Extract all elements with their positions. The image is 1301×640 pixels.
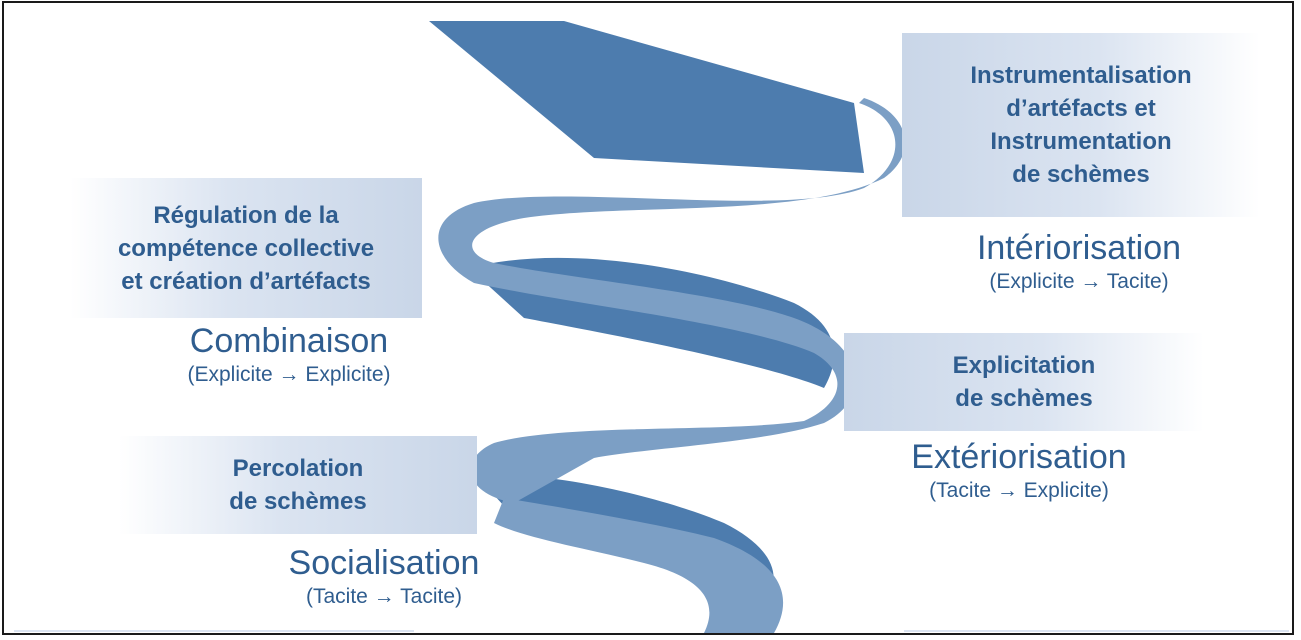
knowledge-spiral: [429, 21, 906, 633]
combinaison-sub: (Explicite → Explicite): [187, 363, 391, 386]
interiorisation-name: Intériorisation: [976, 229, 1182, 267]
exteriorisation-name: Extériorisation: [911, 438, 1127, 476]
combinaison-stage: Combinaison (Explicite → Explicite): [114, 321, 464, 389]
percolation-box: Percolation de schèmes: [119, 436, 477, 534]
exteriorisation-stage: Extériorisation (Tacite → Explicite): [844, 437, 1194, 505]
explicitation-text: Explicitation de schèmes: [952, 352, 1096, 412]
socialisation-sub: (Tacite → Tacite): [306, 585, 462, 608]
interiorisation-sub: (Explicite → Tacite): [989, 270, 1169, 293]
spiral-segment-front-1: [438, 98, 906, 503]
instrumentalisation-text: Instrumentalisation d’artéfacts et Instr…: [970, 62, 1192, 188]
combinaison-name: Combinaison: [189, 322, 389, 360]
bottom-divider-left: [14, 630, 414, 632]
socialisation-name: Socialisation: [288, 544, 480, 582]
instrumentalisation-box: Instrumentalisation d’artéfacts et Instr…: [902, 33, 1260, 217]
interiorisation-stage: Intériorisation (Explicite → Tacite): [909, 228, 1249, 296]
spiral-segment-back-1: [429, 21, 864, 173]
regulation-box: Régulation de la compétence collective e…: [70, 178, 422, 318]
regulation-text: Régulation de la compétence collective e…: [117, 201, 375, 295]
percolation-text: Percolation de schèmes: [229, 455, 367, 515]
exteriorisation-sub: (Tacite → Explicite): [929, 479, 1109, 502]
explicitation-box: Explicitation de schèmes: [844, 333, 1204, 431]
spiral-segment-front-2: [494, 498, 784, 633]
socialisation-stage: Socialisation (Tacite → Tacite): [214, 543, 554, 611]
bottom-divider-right: [904, 630, 1289, 632]
